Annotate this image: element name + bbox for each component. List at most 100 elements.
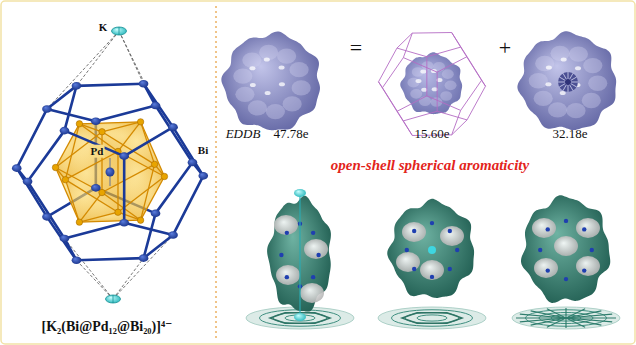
cage-wireframe xyxy=(452,33,467,57)
equals-sign: = xyxy=(350,35,362,60)
pd-atom xyxy=(76,121,82,127)
pd-icosahedron xyxy=(52,119,167,226)
k-axis xyxy=(299,193,300,317)
cage-wireframe xyxy=(426,57,427,96)
atom-dot xyxy=(285,231,289,235)
bi-atom xyxy=(12,164,22,172)
cage-wireframe xyxy=(403,33,412,57)
surface-lobe xyxy=(402,222,426,242)
surface-lobe xyxy=(304,239,328,259)
atom-dot xyxy=(448,267,452,271)
bi-atom xyxy=(23,178,33,186)
surface-lobe xyxy=(396,252,420,272)
bi-atom xyxy=(119,219,129,227)
surface-highlight xyxy=(546,65,552,69)
cage-wireframe xyxy=(379,48,397,82)
cage-wireframe xyxy=(412,32,451,34)
dashed-contact xyxy=(76,260,113,299)
dashed-contact xyxy=(47,31,119,109)
cage-wireframe xyxy=(437,111,467,120)
pd-atom xyxy=(137,119,143,125)
plane-ring xyxy=(402,313,462,323)
surface-lobe xyxy=(445,81,457,91)
k-atom-axis xyxy=(113,295,114,303)
atom-dot xyxy=(430,221,434,225)
cage-wireframe xyxy=(427,96,461,111)
atom-label: Pd xyxy=(90,145,105,158)
atom-dot xyxy=(546,227,550,231)
isosurface-body xyxy=(221,31,320,130)
bi-bond xyxy=(47,217,77,260)
electron-count: 47.78e xyxy=(273,127,308,142)
bi-atom xyxy=(60,127,70,135)
surface-lobe xyxy=(583,58,602,73)
atom-dot xyxy=(582,227,586,231)
bi-atom xyxy=(151,102,161,110)
cage-wireframe xyxy=(382,88,403,121)
surface-highlight xyxy=(420,70,426,74)
isosurface-body xyxy=(517,31,616,130)
surface-lobe xyxy=(300,283,324,303)
bi-atom xyxy=(119,152,129,160)
atom-dot xyxy=(285,275,289,279)
bi-atom xyxy=(42,213,52,221)
surface-lobe xyxy=(410,89,422,99)
pd-bond xyxy=(141,176,165,220)
bi-bond xyxy=(76,84,143,86)
bi-atom xyxy=(72,82,82,90)
cage-wireframe xyxy=(382,58,403,88)
pd-bond xyxy=(118,212,141,220)
surface-lobe xyxy=(248,100,267,115)
cage-wireframe xyxy=(403,111,437,121)
bi-bond xyxy=(124,127,173,156)
surface-highlight xyxy=(561,57,567,61)
plane-disc xyxy=(378,307,486,329)
dashed-contact xyxy=(64,238,113,299)
surface-highlight xyxy=(560,91,566,95)
bi-bond xyxy=(144,235,174,258)
surface-lobe xyxy=(274,215,298,235)
bi-atom xyxy=(139,254,149,262)
plane-spoke xyxy=(531,311,566,318)
atom-label: K xyxy=(98,21,109,34)
bi-bond xyxy=(173,176,203,235)
surface-lobe xyxy=(259,45,278,60)
plane-spoke xyxy=(565,308,566,318)
bi-bond xyxy=(64,223,124,239)
plane-contour xyxy=(417,315,447,321)
k-contacts xyxy=(47,31,173,299)
bi-bond xyxy=(47,109,96,121)
cage-wireframe xyxy=(437,72,438,111)
isosurface-3d xyxy=(267,189,331,321)
surface-lobe xyxy=(277,48,296,63)
cage-wireframe xyxy=(467,57,485,87)
cage-wireframe xyxy=(452,120,467,135)
surface-highlight xyxy=(545,82,551,86)
k-atom xyxy=(112,27,127,35)
surface-highlight xyxy=(421,88,427,92)
dashed-contact xyxy=(76,31,119,86)
plane-ring xyxy=(270,313,330,323)
bi-atom xyxy=(60,235,70,243)
dashed-contact xyxy=(113,235,173,299)
atom-dot xyxy=(311,275,315,279)
electron-count: 15.60e xyxy=(414,127,449,142)
k-atom xyxy=(106,295,121,303)
atom-dot xyxy=(564,219,568,223)
atom-dot xyxy=(546,268,550,272)
surface-highlight xyxy=(265,91,271,95)
cage-wireframe xyxy=(403,58,437,73)
atom-dot xyxy=(412,267,416,271)
pd-atom xyxy=(161,173,167,179)
surface-lobe xyxy=(419,96,431,106)
bi-bond xyxy=(28,131,65,182)
pd-atom xyxy=(99,129,105,135)
surface-lobe xyxy=(576,256,600,276)
atom-dot xyxy=(590,248,594,252)
surface-body xyxy=(387,199,474,298)
atom-dot xyxy=(405,248,409,252)
bi-atom xyxy=(188,159,198,167)
